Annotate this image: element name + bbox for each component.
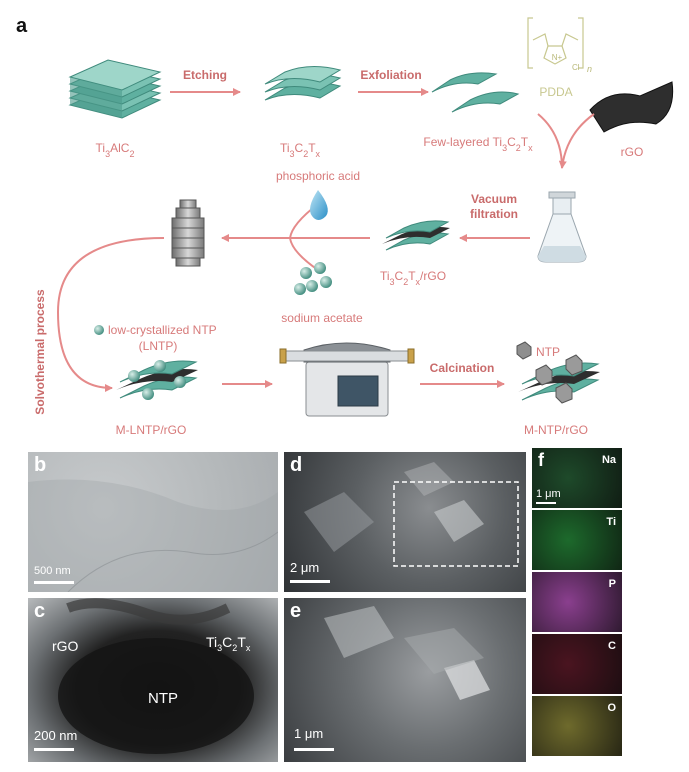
synthesis-scheme: a Ti3AlC2 Etching Ti3C2Tx Exfoliation Fe…	[16, 15, 674, 437]
arrow-solvothermal	[56, 237, 165, 392]
eds-label-na: Na	[601, 454, 616, 466]
scale-label-d: 2 μm	[290, 560, 320, 575]
step-exfoliation: Exfoliation	[360, 68, 421, 82]
scalebar-f	[536, 502, 556, 504]
scalebar-c	[34, 748, 74, 751]
pdda-cl: Cl	[572, 63, 580, 72]
sem-e-texture	[324, 606, 490, 700]
label-rgo-c: rGO	[52, 638, 79, 654]
filtration-flask-icon	[537, 191, 587, 263]
step-vacuum-1: Vacuum	[471, 192, 517, 206]
label-ntp-c: NTP	[148, 690, 178, 707]
eds-label-o: O	[607, 702, 616, 714]
label-phosphoric-acid: phosphoric acid	[276, 169, 360, 183]
arrow-merge-left	[537, 113, 563, 169]
eds-map-ti: Ti	[532, 510, 622, 570]
eds-map-o: O	[532, 696, 622, 756]
label-ti3c2tx-c: Ti3C2Tx	[206, 634, 251, 653]
autoclave-icon	[171, 199, 205, 267]
tem-b-texture	[28, 479, 278, 592]
panel-letter-d: d	[290, 454, 303, 476]
scalebar-d	[290, 580, 330, 583]
rgo-sheet-icon	[589, 81, 674, 133]
ti3c2tx-rgo-composite-icon	[382, 220, 450, 251]
label-few-layered: Few-layered Ti3C2Tx	[423, 135, 533, 153]
scalebar-e	[294, 748, 334, 751]
tube-furnace-icon	[279, 342, 415, 417]
tem-panel-b: b 500 nm	[28, 452, 278, 592]
eds-label-ti: Ti	[606, 516, 616, 528]
sodium-acetate-balls-icon	[294, 262, 332, 295]
eds-map-p: P	[532, 572, 622, 632]
ntp-legend-icon	[516, 341, 532, 360]
label-m-ntp-rgo: M-NTP/rGO	[524, 423, 588, 437]
droplet-icon	[310, 190, 328, 220]
m-ntp-rgo-icon	[518, 354, 600, 404]
pdda-structure-icon	[527, 17, 584, 69]
panel-letter-f: f	[538, 450, 544, 470]
step-etching: Etching	[183, 68, 227, 82]
pdda-n-index: n	[587, 64, 592, 74]
scale-label-b: 500 nm	[34, 565, 71, 577]
sem-d-texture	[304, 462, 519, 567]
label-lntp-1: low-crystallized NTP	[108, 323, 217, 337]
pdda-n-plus: N+	[552, 53, 563, 62]
panel-letter-a: a	[16, 15, 28, 37]
eds-label-c: C	[608, 640, 616, 652]
label-ntp-legend: NTP	[536, 345, 560, 359]
label-lntp-2: (LNTP)	[139, 339, 178, 353]
arrow-acetate-in	[289, 237, 319, 271]
sem-panel-e: e 1 μm	[284, 598, 526, 762]
sem-panel-d: d 2 μm	[284, 452, 526, 592]
label-pdda: PDDA	[539, 85, 572, 99]
panel-letter-c: c	[34, 600, 46, 622]
eds-map-na: f Na 1 μm	[532, 448, 622, 508]
lntp-legend-ball	[94, 325, 104, 335]
label-ti3alc2: Ti3AlC2	[96, 141, 135, 159]
few-layered-sheets-icon	[431, 72, 520, 113]
tem-c-texture	[58, 598, 254, 754]
tem-panel-c: c rGO Ti3C2Tx NTP 200 nm	[28, 598, 278, 762]
step-vacuum-2: filtration	[470, 207, 518, 221]
scale-label-e: 1 μm	[294, 726, 324, 741]
ti3alc2-stack-icon	[68, 59, 162, 119]
panel-letter-b: b	[34, 454, 47, 476]
ti3c2tx-icon	[264, 66, 342, 101]
label-rgo: rGO	[621, 145, 644, 159]
label-sodium-acetate: sodium acetate	[281, 311, 363, 325]
scalebar-b	[34, 581, 74, 584]
eds-map-c: C	[532, 634, 622, 694]
label-ti3c2tx: Ti3C2Tx	[280, 141, 321, 159]
scale-label-f: 1 μm	[536, 488, 561, 500]
step-calcination: Calcination	[430, 361, 495, 375]
label-m-lntp-rgo: M-LNTP/rGO	[116, 423, 187, 437]
scale-label-c: 200 nm	[34, 728, 78, 743]
m-lntp-rgo-icon	[116, 360, 198, 400]
step-solvothermal: Solvothermal process	[33, 289, 47, 415]
arrow-merge-right	[558, 113, 595, 169]
eds-label-p: P	[608, 578, 616, 590]
panel-letter-e: e	[290, 600, 302, 622]
label-ti3c2tx-rgo: Ti3C2Tx/rGO	[380, 269, 446, 287]
